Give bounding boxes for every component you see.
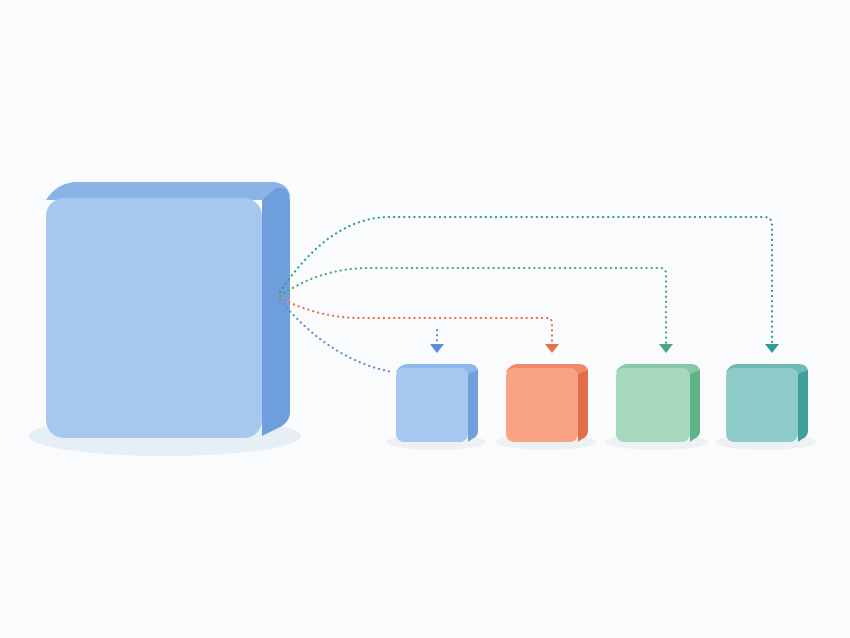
blue-block bbox=[386, 364, 486, 450]
teal-block-side bbox=[798, 370, 808, 442]
source-block-side bbox=[262, 187, 290, 436]
orange-block-side bbox=[578, 370, 588, 442]
orange-block-front bbox=[506, 368, 578, 442]
teal-block-arrowhead bbox=[765, 344, 779, 353]
orange-block bbox=[496, 364, 596, 450]
source-block-top bbox=[46, 182, 290, 200]
connector-lines bbox=[278, 215, 779, 374]
orange-block-connector bbox=[278, 296, 554, 352]
teal-block-connector bbox=[278, 215, 774, 352]
blue-block-arrowhead bbox=[430, 344, 444, 353]
blue-block-connector bbox=[278, 298, 394, 374]
green-block bbox=[606, 364, 708, 450]
source-block bbox=[29, 182, 301, 456]
green-block-side bbox=[690, 370, 700, 442]
green-block-front bbox=[616, 368, 690, 442]
green-block-connector bbox=[278, 266, 668, 352]
orange-block-arrowhead bbox=[545, 344, 559, 353]
blue-block-side bbox=[468, 370, 478, 442]
teal-block bbox=[716, 364, 816, 450]
target-blocks bbox=[386, 364, 816, 450]
green-block-arrowhead bbox=[659, 344, 673, 353]
teal-block-front bbox=[726, 368, 798, 442]
blue-block-front bbox=[396, 368, 468, 442]
source-block-front bbox=[46, 198, 262, 438]
